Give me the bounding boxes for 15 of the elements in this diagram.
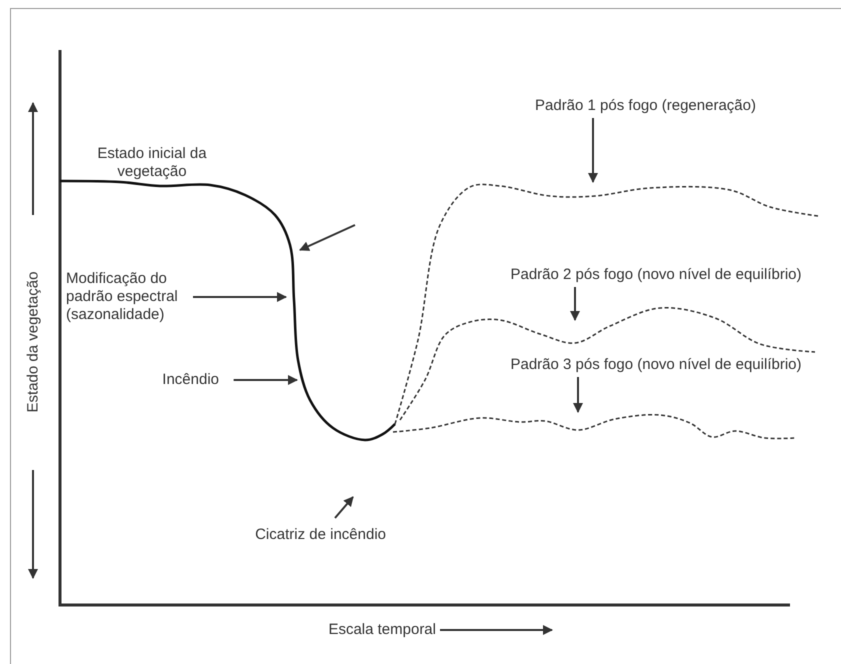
leader-arrow	[570, 287, 580, 321]
leader-arrow	[234, 375, 298, 385]
axis-title: Estado da vegetação	[24, 272, 42, 412]
leader-arrow	[334, 496, 354, 519]
annotation-text: Padrão 1 pós fogo (regeneração)	[534, 97, 756, 115]
annotation-text: Incêndio	[162, 371, 220, 389]
annotation-text: Modificação do padrão espectral (sazonalidade)	[66, 270, 179, 324]
axis-title: Escala temporal	[327, 621, 436, 639]
leader-arrow	[588, 118, 598, 183]
annotation-text: Padrão 2 pós fogo (novo nível de equilíbrio)	[509, 266, 802, 284]
leader-arrow	[573, 377, 583, 413]
leader-arrow	[193, 292, 287, 302]
annotation-text: Estado inicial da vegetação	[96, 145, 208, 181]
annotation-text: Padrão 3 pós fogo (novo nível de equilíbrio)	[509, 356, 802, 374]
annotation-text: Cicatriz de incêndio	[254, 526, 387, 544]
